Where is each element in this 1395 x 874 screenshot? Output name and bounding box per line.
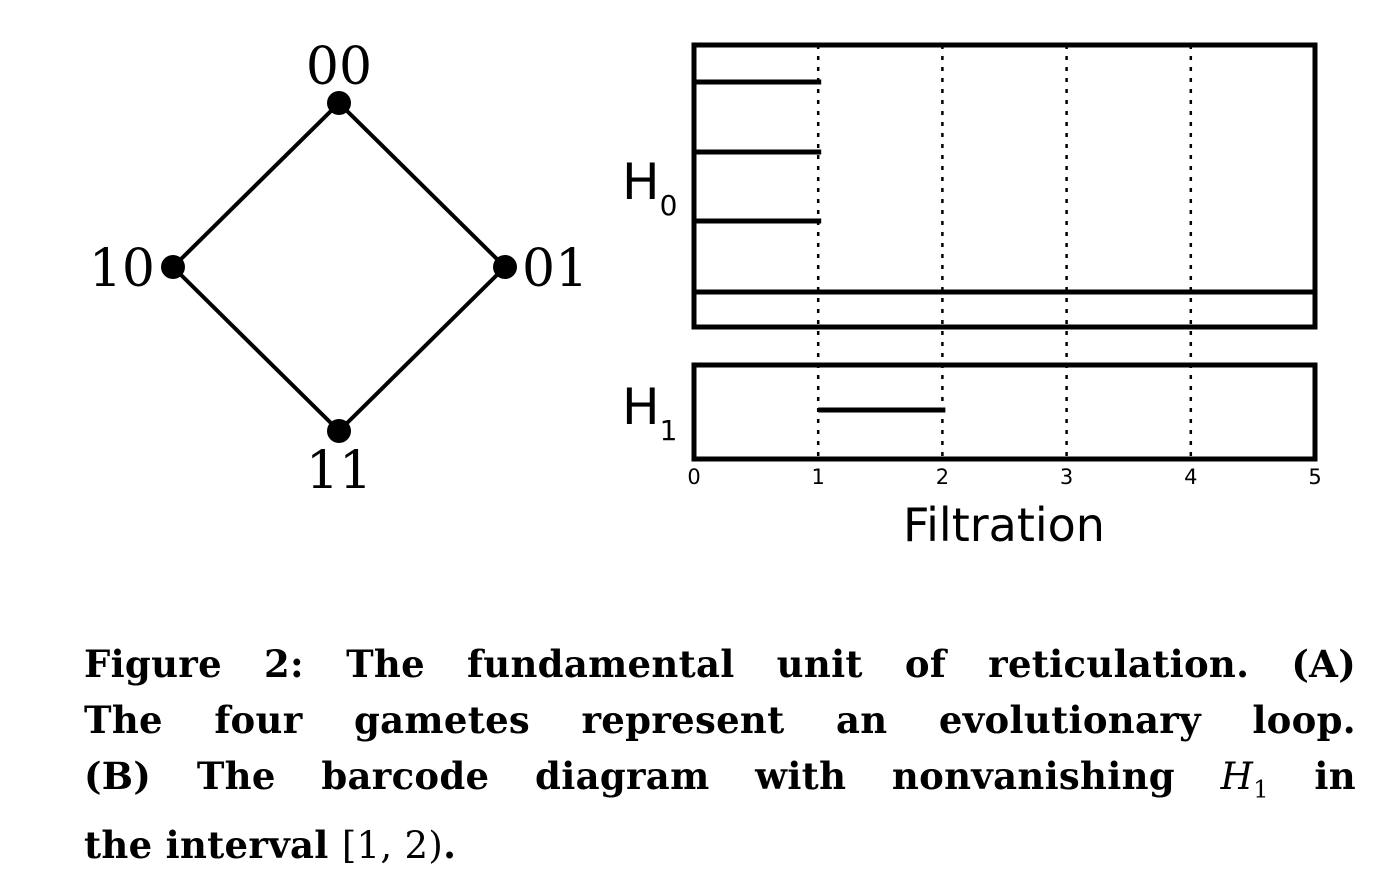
caption-line-2: The four gametes represent an evolutiona… bbox=[84, 698, 1356, 742]
x-tick-label-1: 1 bbox=[812, 465, 825, 489]
graph-edge-01-11 bbox=[337, 265, 507, 433]
graph-label-00: 00 bbox=[306, 37, 372, 97]
x-tick-label-2: 2 bbox=[936, 465, 949, 489]
caption-line-3-text-b: in bbox=[1268, 754, 1356, 798]
h0-label-sub: 0 bbox=[660, 189, 678, 222]
x-tick-label-5: 5 bbox=[1308, 465, 1321, 489]
caption-math-interval: [1, 2) bbox=[341, 824, 444, 868]
graph-label-10: 10 bbox=[89, 239, 155, 299]
barcode-bars bbox=[694, 79, 1315, 413]
x-tick-label-0: 0 bbox=[687, 465, 700, 489]
caption-line-4-text-a: the interval bbox=[84, 823, 342, 868]
graph-edge-00-01 bbox=[337, 101, 507, 269]
h0-panel-frame bbox=[691, 42, 1318, 330]
caption-line-3-text-a: (B) The barcode diagram with nonvanishin… bbox=[84, 754, 1221, 798]
caption-math-h-sub: 1 bbox=[1253, 775, 1269, 804]
caption-line-4-text-b: . bbox=[443, 823, 457, 868]
h0-label-base: H bbox=[622, 153, 660, 211]
caption-line-4: the interval [1, 2). bbox=[84, 817, 1356, 874]
graph-node-10 bbox=[161, 255, 185, 279]
graph-node-00 bbox=[327, 91, 351, 115]
graph-node-01 bbox=[493, 255, 517, 279]
caption-math-h: H bbox=[1220, 755, 1254, 798]
x-axis-label: Filtration bbox=[903, 498, 1105, 552]
h1-label: H1 bbox=[622, 378, 677, 447]
h1-label-sub: 1 bbox=[660, 414, 678, 447]
gamete-loop-graph: 00 01 10 11 bbox=[89, 37, 588, 501]
caption-line-3: (B) The barcode diagram with nonvanishin… bbox=[84, 748, 1356, 817]
x-tick-labels: 0 1 2 3 4 5 bbox=[687, 465, 1321, 489]
caption-line-1: Figure 2: The fundamental unit of reticu… bbox=[84, 642, 1356, 686]
graph-label-01: 01 bbox=[522, 239, 588, 299]
graph-label-11: 11 bbox=[306, 441, 372, 501]
barcode-grid bbox=[816, 45, 1193, 459]
h0-label: H0 bbox=[622, 153, 677, 222]
figure-caption: Figure 2: The fundamental unit of reticu… bbox=[84, 636, 1356, 874]
h1-panel-frame bbox=[691, 362, 1318, 462]
graph-edge-10-00 bbox=[171, 101, 341, 269]
h1-label-base: H bbox=[622, 378, 660, 436]
x-tick-label-4: 4 bbox=[1184, 465, 1197, 489]
graph-node-11 bbox=[327, 419, 351, 443]
x-tick-label-3: 3 bbox=[1060, 465, 1073, 489]
graph-edge-11-10 bbox=[171, 265, 341, 433]
